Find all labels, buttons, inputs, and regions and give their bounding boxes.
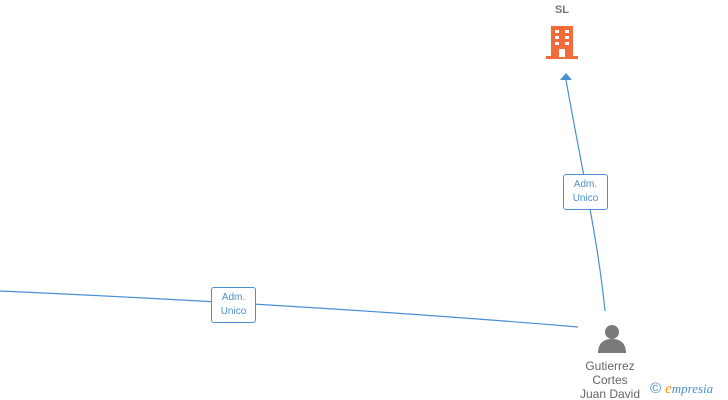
brand-name: mpresia: [671, 381, 714, 396]
edge-role-line1: Adm.: [221, 292, 246, 303]
building-icon[interactable]: [545, 24, 579, 60]
arrow-head-icon: [560, 73, 572, 80]
person-name-line3: Juan David: [579, 387, 641, 400]
edge-role-line1: Adm.: [573, 179, 598, 190]
person-name-line1: Gutierrez: [585, 359, 635, 373]
edge-role-line2: Unico: [572, 193, 599, 204]
person-icon[interactable]: [596, 322, 628, 354]
edge-role-badge[interactable]: Adm. Unico: [563, 174, 608, 210]
company-name-label: SL: [554, 4, 570, 16]
copyright-icon: ©: [650, 380, 662, 397]
brand-initial: e: [665, 381, 672, 397]
person-name-line2: Cortes: [592, 373, 628, 387]
person-name-label[interactable]: Gutierrez Cortes Juan David: [564, 359, 656, 400]
edge-role-badge[interactable]: Adm. Unico: [211, 287, 256, 323]
edge-role-line2: Unico: [220, 306, 247, 317]
edge-line-left-to-person: [0, 290, 579, 328]
empresia-watermark: ©empresia: [650, 380, 713, 398]
